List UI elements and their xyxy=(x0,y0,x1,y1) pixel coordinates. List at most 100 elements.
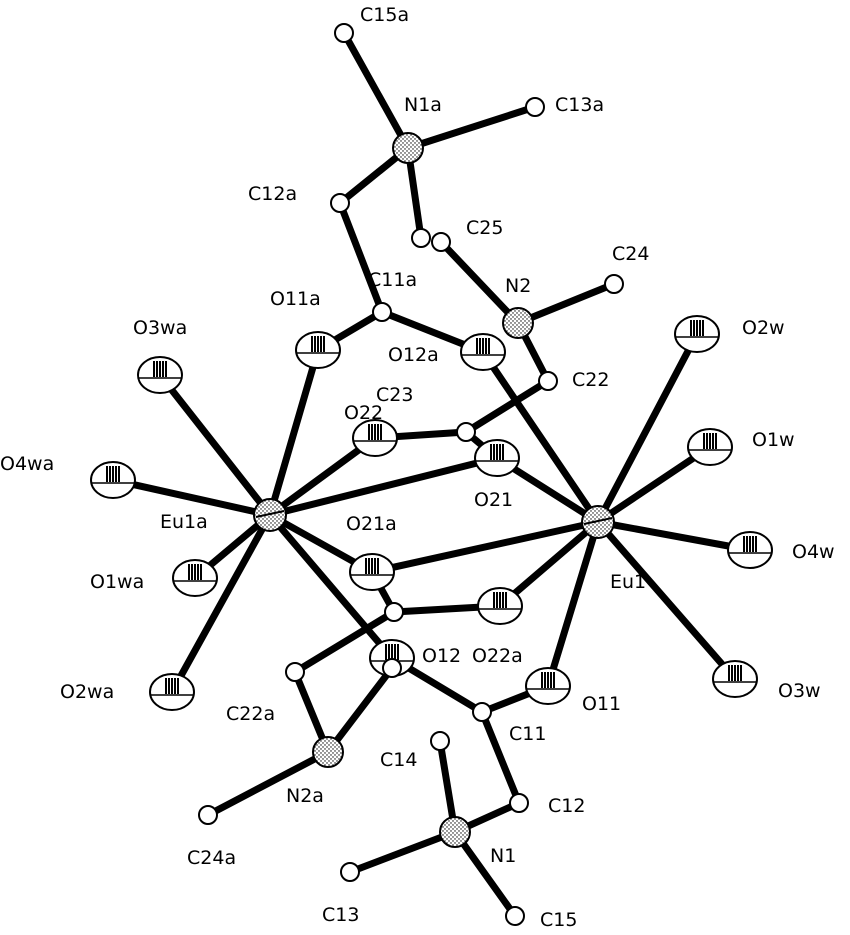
atom-c11 xyxy=(472,702,492,722)
label-n1a: N1a xyxy=(404,94,442,116)
label-o2wa: O2wa xyxy=(60,681,114,703)
bond-eu1a-o3wa xyxy=(156,371,274,519)
atom-eu1a xyxy=(253,498,287,532)
label-o12: O12 xyxy=(422,645,461,667)
atom-o1w xyxy=(687,428,733,466)
label-c13: C13 xyxy=(322,904,359,926)
label-o1wa: O1wa xyxy=(90,571,144,593)
atom-c24 xyxy=(604,274,624,294)
label-o11a: O11a xyxy=(270,288,321,310)
atom-n1 xyxy=(439,816,471,848)
label-o1w: O1w xyxy=(752,429,795,451)
bond-eu1-o11 xyxy=(544,518,602,690)
atom-c11a xyxy=(372,302,392,322)
bond-n1-c15 xyxy=(451,828,519,920)
atom-o11a xyxy=(295,331,341,369)
bond-eu1-o22a xyxy=(496,518,602,610)
label-o21: O21 xyxy=(474,489,513,511)
atom-o12a xyxy=(460,333,506,371)
label-o22: O22 xyxy=(344,402,383,424)
atom-o3w xyxy=(712,660,758,698)
atom-c14 xyxy=(430,731,450,751)
bond-n2-c25 xyxy=(437,238,522,327)
label-o11: O11 xyxy=(582,693,621,715)
label-c25: C25 xyxy=(466,217,503,239)
atom-c23a xyxy=(384,602,404,622)
label-o4w: O4w xyxy=(792,541,835,563)
label-o21a: O21a xyxy=(346,513,397,535)
atom-o4w xyxy=(727,531,773,569)
bond-c23-c22 xyxy=(462,377,552,436)
label-c24a: C24a xyxy=(187,847,236,869)
label-o22a: O22a xyxy=(472,645,523,667)
label-o3wa: O3wa xyxy=(133,317,187,339)
bond-eu1-o21a xyxy=(368,518,602,576)
bond-eu1a-o11a xyxy=(266,346,322,519)
bond-layer xyxy=(109,29,754,920)
bond-n2a-c24a xyxy=(204,748,332,819)
bond-eu1-o12a xyxy=(479,348,602,526)
bond-eu1a-o12 xyxy=(266,511,396,662)
atom-o2w xyxy=(674,315,720,353)
atom-c25 xyxy=(431,232,451,252)
label-c23: C23 xyxy=(376,384,413,406)
bond-eu1-o1w xyxy=(594,443,714,526)
bond-eu1-o2w xyxy=(594,330,701,526)
atom-n2a xyxy=(312,736,344,768)
bond-n1a-c13a xyxy=(404,103,539,152)
atom-o1wa xyxy=(172,559,218,597)
label-n1: N1 xyxy=(490,845,516,867)
atom-layer xyxy=(90,23,773,926)
atom-o21 xyxy=(474,439,520,477)
bond-eu1a-o2wa xyxy=(168,511,274,696)
atom-c15a xyxy=(334,23,354,43)
label-c11a: C11a xyxy=(368,269,417,291)
label-eu1a: Eu1a xyxy=(160,511,208,533)
label-o2w: O2w xyxy=(742,317,785,339)
atom-o11 xyxy=(525,667,571,705)
atom-c12a xyxy=(330,193,350,213)
atom-o2wa xyxy=(149,673,195,711)
bond-n2-c24 xyxy=(514,280,618,327)
atom-c25a xyxy=(382,658,402,678)
atom-c23 xyxy=(456,422,476,442)
bond-n1-c13 xyxy=(346,828,459,876)
label-c22: C22 xyxy=(572,369,609,391)
atom-c12 xyxy=(509,793,529,813)
atom-c22a xyxy=(285,662,305,682)
bond-eu1-o3w xyxy=(594,518,739,683)
label-c12a: C12a xyxy=(248,183,297,205)
label-o4wa: O4wa xyxy=(0,453,54,475)
atom-c24a xyxy=(198,805,218,825)
atom-c15 xyxy=(505,906,525,926)
bond-eu1a-o22 xyxy=(266,434,379,519)
bond-eu1-o4w xyxy=(594,518,754,554)
bond-eu1a-o4wa xyxy=(109,476,274,519)
label-c11: C11 xyxy=(509,723,546,745)
label-c13a: C13a xyxy=(555,94,604,116)
label-c15a: C15a xyxy=(360,4,409,26)
atom-c22 xyxy=(538,371,558,391)
label-o3w: O3w xyxy=(778,680,821,702)
bond-eu1a-o21 xyxy=(266,454,501,519)
bond-c23a-c22a xyxy=(291,608,398,676)
label-c12: C12 xyxy=(548,795,585,817)
atom-o22 xyxy=(352,419,398,457)
label-n2a: N2a xyxy=(286,785,324,807)
atom-o4wa xyxy=(90,461,136,499)
label-o12a: O12a xyxy=(388,344,439,366)
label-eu1: Eu1 xyxy=(610,571,646,593)
atom-n1a xyxy=(392,132,424,164)
atom-o21a xyxy=(349,553,395,591)
atom-c14a xyxy=(411,228,431,248)
atom-c13 xyxy=(340,862,360,882)
label-c24: C24 xyxy=(612,243,649,265)
bond-c11a-c12a xyxy=(336,199,386,316)
bond-c11-c12 xyxy=(478,708,523,807)
bond-n2a-c25a xyxy=(324,664,396,756)
atom-o3wa xyxy=(137,356,183,394)
label-n2: N2 xyxy=(505,275,531,297)
label-c22a: C22a xyxy=(226,703,275,725)
